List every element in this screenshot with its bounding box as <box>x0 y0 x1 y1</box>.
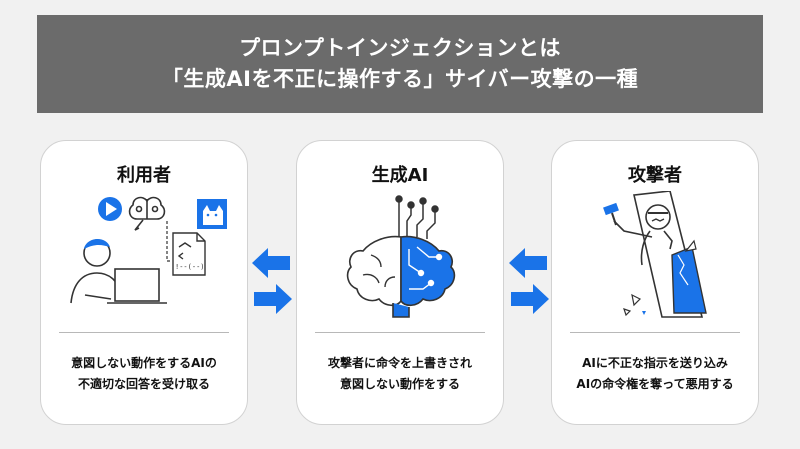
arrow-right-icon <box>511 284 549 314</box>
person-icon <box>70 238 122 304</box>
user-at-laptop-icon: !--(--) <box>70 196 227 304</box>
card-user: 利用者 !--(--) <box>40 140 248 425</box>
laptop-icon <box>107 268 167 304</box>
header-banner: プロンプトインジェクションとは 「生成AIを不正に操作する」サイバー攻撃の一種 <box>37 15 763 113</box>
code-document-icon <box>172 232 206 276</box>
arrow-left-icon <box>509 248 547 278</box>
arrow-left-icon <box>252 248 290 278</box>
ai-brain-circuit-icon <box>346 195 456 318</box>
cat-image-icon <box>197 199 227 229</box>
card-user-title: 利用者 <box>117 165 171 186</box>
hammer-icon <box>603 202 619 226</box>
brain-icon <box>128 196 166 231</box>
card-attacker: 攻撃者 AIに不正な指示を送り込み AIの命令権を奪って悪用する <box>551 140 759 425</box>
card-ai-title: 生成AI <box>371 165 429 186</box>
card-ai-description: 攻撃者に命令を上書きされ 意図しない動作をする <box>327 356 472 391</box>
code-snippet-text: !--(--) <box>175 263 205 271</box>
header-title-line2: 「生成AIを不正に操作する」サイバー攻撃の一種 <box>161 67 639 91</box>
arrow-right-icon <box>254 284 292 314</box>
card-attacker-title: 攻撃者 <box>628 165 682 186</box>
card-user-divider <box>59 332 229 333</box>
card-ai: 生成AI 攻撃者に命令を上書きされ 意図しな <box>296 140 504 425</box>
header-title-line1: プロンプトインジェクションとは <box>239 36 561 60</box>
card-attacker-description: AIに不正な指示を送り込み AIの命令権を奪って悪用する <box>576 356 734 391</box>
card-attacker-divider <box>570 332 740 333</box>
play-icon <box>98 197 122 221</box>
card-user-description: 意図しない動作をするAIの 不適切な回答を受け取る <box>71 356 217 391</box>
attacker-breaking-window-icon <box>603 191 707 318</box>
card-ai-divider <box>315 332 485 333</box>
